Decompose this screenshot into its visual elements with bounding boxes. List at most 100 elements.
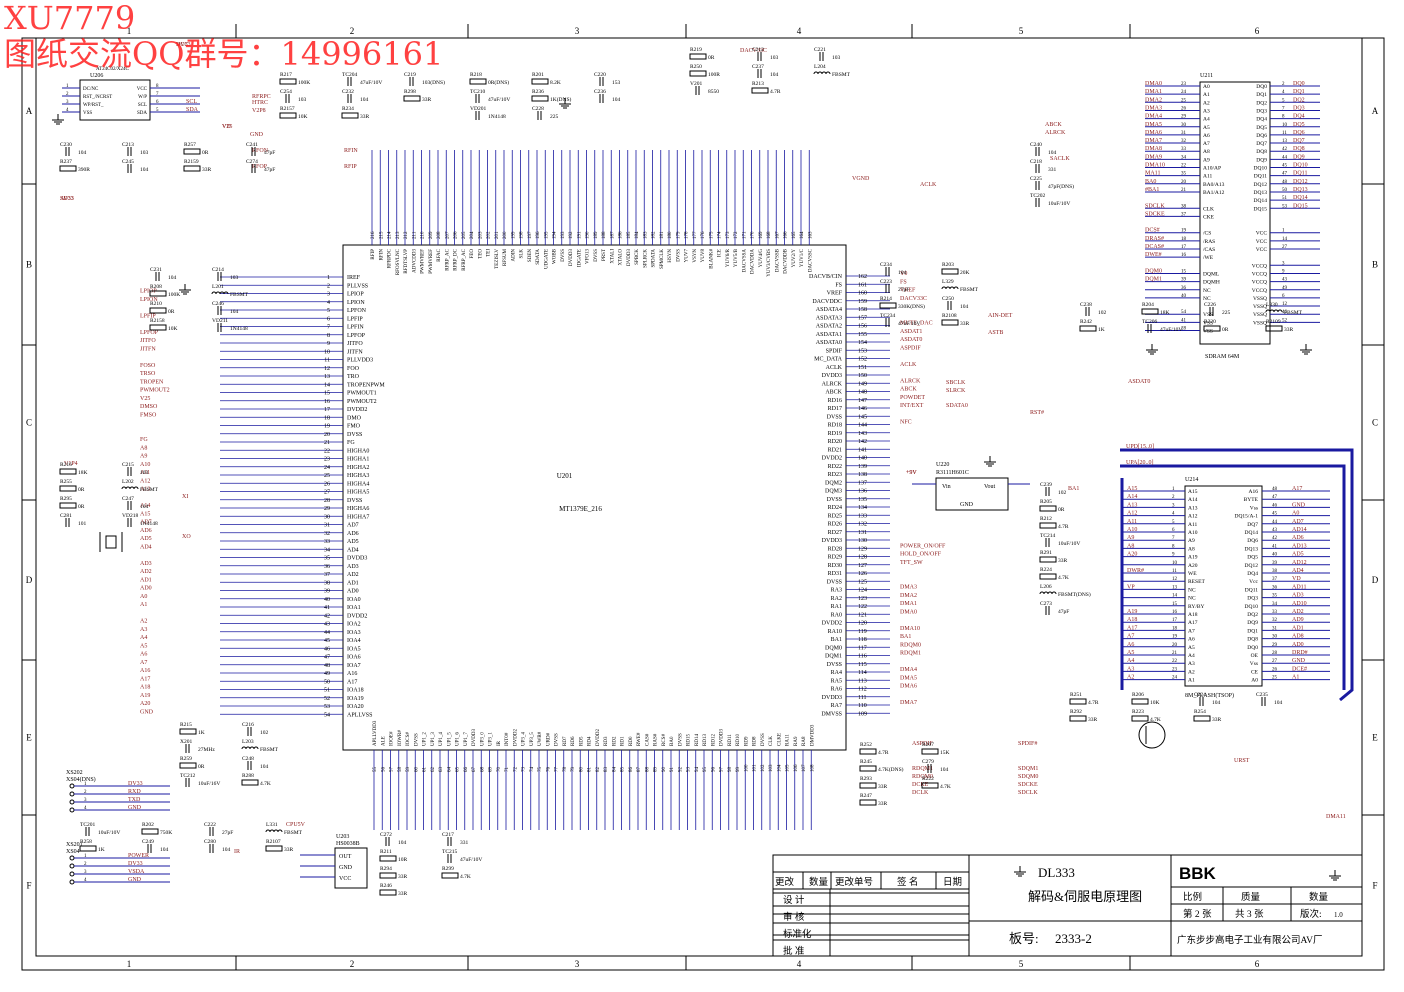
label: 33 [1181, 147, 1187, 152]
component-value: 104 [168, 275, 177, 281]
pin-number: 110 [858, 703, 867, 709]
net-label: AD11 [1292, 584, 1306, 590]
label: VCC [339, 876, 351, 882]
pin-number: 54 [324, 712, 330, 718]
component-value: 1N4148 [140, 521, 158, 527]
pin-name: DVSS [347, 498, 362, 504]
net-label: DQ14 [1293, 195, 1308, 201]
component-value: 103 [140, 470, 149, 476]
resistor-symbol [879, 302, 897, 309]
label: /CAS [1203, 247, 1215, 253]
component-value: 33R [422, 97, 432, 103]
pin-number: 71 [505, 767, 510, 773]
label: 31 [1272, 626, 1278, 631]
pin-number: 216 [371, 231, 376, 239]
pin-number: 202 [487, 231, 492, 239]
net-label: DMA7 [1145, 138, 1162, 144]
net-label: SBCLK [946, 380, 966, 386]
version-label: 版次: [1300, 908, 1322, 920]
component-value: 47uF/10V [898, 321, 920, 327]
pin-number: 109 [858, 711, 867, 717]
pin-name: VFO13 [586, 249, 591, 265]
pin-name: DQ10 [1254, 166, 1268, 172]
resistor-symbol [1265, 325, 1283, 332]
label: GND [960, 502, 974, 508]
label: 12 [1172, 577, 1178, 582]
inductor-symbol [215, 291, 221, 295]
pin-number: 205 [462, 231, 467, 239]
component-value: 4.7R [770, 89, 781, 95]
pin-name: DMVSS [821, 711, 842, 717]
component-ref: R291 [1040, 550, 1052, 556]
component-value: 153 [612, 80, 621, 86]
component-value: 102 [1098, 310, 1107, 316]
component-ref: C217 [442, 832, 454, 838]
component-value: 0R [78, 487, 85, 493]
pin-number: 203 [478, 231, 483, 239]
component-value: 103 [298, 97, 307, 103]
pin-number: 182 [652, 231, 657, 239]
net-label: ASTB [988, 330, 1003, 336]
grid-col-label: 2 [350, 959, 355, 969]
net-label: DV33 [176, 42, 191, 48]
pin-number: 132 [858, 522, 867, 528]
net-label: SCL [186, 99, 197, 105]
pin-name: DVDD2 [347, 613, 367, 619]
net-label: LPFOP [140, 330, 159, 336]
inductor-symbol [1039, 591, 1045, 595]
component-ref: R216 [60, 462, 72, 468]
net-label: AD3 [1292, 593, 1304, 599]
net-label: DQ0 [1293, 81, 1305, 87]
label: RESET [1188, 579, 1205, 585]
pin-name: SPBCK [635, 249, 640, 265]
label: 48 [1282, 180, 1288, 185]
pin-name: YUV7 [685, 249, 690, 263]
pin-number: 144 [858, 423, 867, 429]
inductor-symbol [1051, 591, 1057, 595]
net-label: AD1 [1292, 625, 1304, 631]
component-value: 4.7K [1058, 575, 1069, 581]
label: 53 [1282, 204, 1288, 209]
pin-name: RA11 [786, 734, 791, 746]
pin-number: 20 [324, 432, 330, 438]
net-label: GND [1292, 658, 1306, 664]
pin-name: ASDATA2 [816, 324, 842, 330]
component-value: 0R [78, 504, 85, 510]
resistor-symbol [59, 502, 77, 509]
component-value: 47pF [264, 150, 275, 156]
label: NC [1188, 587, 1196, 593]
pin-name: RD26 [828, 522, 842, 528]
component-value: 33R [1088, 717, 1098, 723]
pin-name: DQ8 [1256, 149, 1267, 155]
net-label: VP [1127, 584, 1135, 590]
net-label: SACLK [1050, 156, 1070, 162]
component-value: 104 [612, 97, 621, 103]
label: 45 [1282, 164, 1288, 169]
net-label: DMA2 [1145, 97, 1162, 103]
net-label: A2 [140, 619, 147, 625]
pin-name: RD25 [828, 513, 842, 519]
component-ref: R222 [922, 776, 934, 782]
net-label: RDQM0 [900, 642, 921, 648]
net-label: DRD# [1292, 650, 1308, 656]
net-label: A13 [140, 487, 150, 493]
component-ref: R220 [1204, 319, 1216, 325]
component-ref: L204 [814, 64, 826, 70]
net-label: AD10 [1292, 601, 1307, 607]
label: 25 [1272, 676, 1278, 681]
component-ref: R210 [150, 301, 162, 307]
net-label: A19 [140, 693, 150, 699]
component-value: 0R [1058, 507, 1065, 513]
pin-number: 102 [761, 764, 766, 772]
component-value: 47uF/10V [1160, 327, 1182, 333]
pin-name: DVSS [555, 733, 560, 746]
pin-number: 12 [324, 366, 330, 372]
label: 23 [1172, 667, 1178, 672]
label: 18 [1181, 237, 1187, 242]
net-label: DCKE [912, 782, 929, 788]
net-label: TROPEN [140, 379, 164, 385]
label: 33 [1272, 610, 1278, 615]
net-label: SDCKE [1145, 211, 1165, 217]
connector-pin [69, 791, 75, 797]
pin-name: VSSQ [1253, 312, 1267, 318]
